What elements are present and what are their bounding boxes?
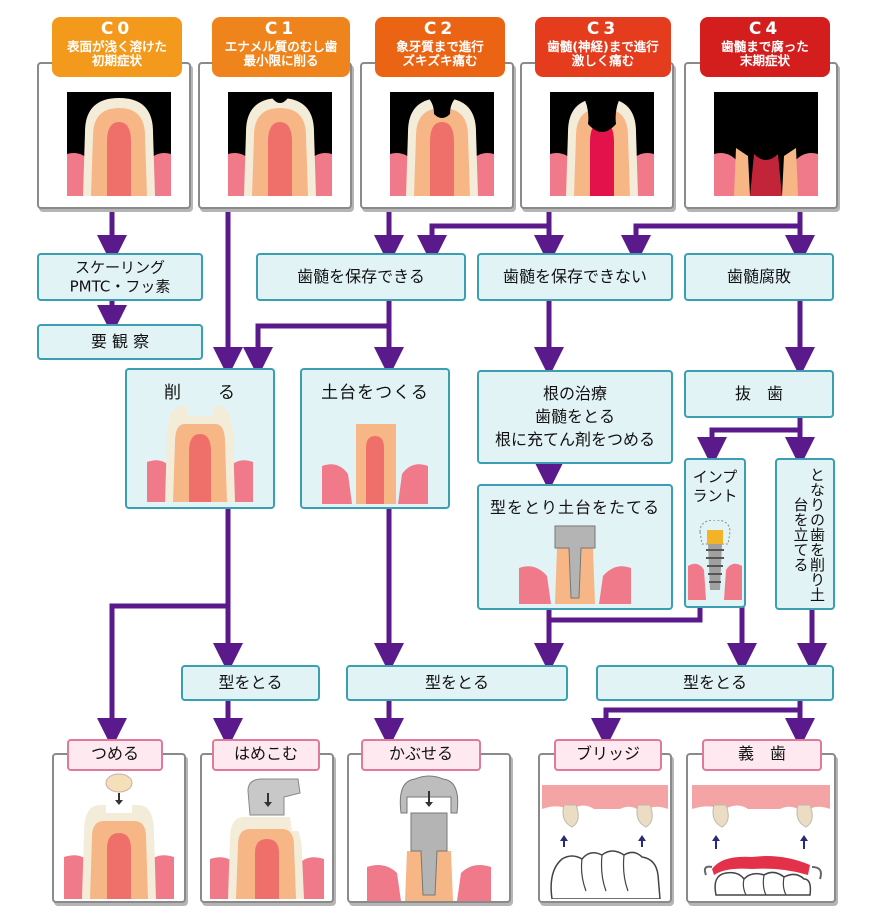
pulp-keep-box: 歯髄を保存できる — [256, 253, 466, 301]
tooth-c4-illustration — [714, 92, 818, 196]
box-label: 歯髄を保存できない — [502, 267, 647, 286]
tooth-c2-illustration — [390, 92, 494, 196]
denture-illustration — [692, 785, 830, 896]
box-label: となりの歯を削り土台を立てる — [791, 466, 827, 602]
stage-c4-card — [684, 62, 838, 209]
post-box: 型をとり土台をたてる — [477, 484, 673, 610]
inlay-illustration — [210, 778, 324, 899]
box-label: 型をとり土台をたてる — [489, 498, 660, 517]
box-label: 削 る — [164, 383, 236, 403]
stage-code: C0 — [100, 19, 134, 39]
stage-c3-card — [520, 62, 674, 209]
stage-code: C1 — [264, 19, 298, 39]
final-card-inlay — [200, 753, 334, 903]
implant-box: インプラント — [684, 458, 746, 608]
tooth-c1-illustration — [228, 92, 332, 196]
box-label: 要 観 察 — [90, 332, 150, 351]
tooth-base-illustration — [322, 424, 428, 504]
box-label: 土台をつくる — [321, 383, 429, 403]
box-label: 根の治療 — [542, 384, 607, 404]
observe-box: 要 観 察 — [37, 324, 203, 360]
stage-desc: 歯髄(神経)まで進行 — [547, 38, 659, 54]
stage-c1-badge: C1 エナメル質のむし歯 最小限に削る — [212, 17, 350, 77]
final-label-bridge: ブリッジ — [554, 739, 662, 771]
box-label: 歯髄をとる — [534, 407, 615, 427]
stage-c3-badge: C3 歯髄(神経)まで進行 激しく痛む — [535, 17, 671, 77]
box-label: PMTC・フッ素 — [69, 277, 171, 295]
base-box: 土台をつくる — [300, 368, 450, 509]
mold-box-1: 型をとる — [181, 665, 320, 701]
stage-c2-badge: C2 象牙質まで進行 ズキズキ痛む — [375, 17, 505, 77]
root-treatment-box: 根の治療 歯髄をとる 根に充てん剤をつめる — [477, 370, 673, 464]
box-label: 歯髄腐敗 — [726, 267, 791, 286]
cut-box: 削 る — [125, 368, 275, 509]
stage-c0-card — [37, 62, 191, 209]
mold-box-2: 型をとる — [346, 665, 568, 701]
final-label-fill: つめる — [67, 739, 163, 771]
stage-desc: ズキズキ痛む — [402, 52, 478, 68]
pulp-rot-box: 歯髄腐敗 — [684, 253, 834, 301]
box-label: 型をとる — [682, 673, 747, 692]
tooth-c0-illustration — [67, 92, 171, 196]
stage-desc: 末期症状 — [739, 52, 790, 68]
tooth-cut-illustration — [147, 406, 253, 502]
stage-code: C3 — [586, 19, 620, 39]
mold-box-3: 型をとる — [596, 665, 834, 701]
filling-illustration — [64, 773, 174, 899]
pulp-nokeep-box: 歯髄を保存できない — [477, 253, 673, 301]
box-label: 抜 歯 — [734, 384, 783, 403]
final-label-inlay: はめこむ — [212, 739, 320, 771]
stage-code: C4 — [748, 19, 782, 39]
stage-desc: エナメル質のむし歯 — [224, 38, 338, 54]
stage-c1-card — [198, 62, 352, 209]
stage-desc: 激しく痛む — [571, 52, 635, 68]
crown-illustration — [367, 775, 491, 901]
final-card-bridge — [538, 753, 672, 903]
stage-c2-card — [360, 62, 514, 209]
stage-desc: 表面が浅く溶けた — [66, 38, 167, 54]
box-label: 型をとる — [424, 673, 489, 692]
implant-illustration — [688, 520, 742, 600]
stage-desc: 最小限に削る — [243, 52, 319, 68]
box-label: 型をとる — [218, 673, 283, 692]
stage-c4-badge: C4 歯髄まで腐った 末期症状 — [700, 17, 830, 77]
stage-desc: 象牙質まで進行 — [396, 38, 484, 54]
neighbor-box: となりの歯を削り土台を立てる — [775, 458, 835, 610]
final-card-denture — [686, 753, 836, 903]
tooth-c3-illustration — [550, 92, 654, 196]
box-label: 歯髄を保存できる — [297, 267, 425, 286]
tooth-post-illustration — [519, 525, 631, 604]
box-label: スケーリング — [74, 258, 165, 277]
bridge-illustration — [542, 785, 668, 899]
scaling-box: スケーリング PMTC・フッ素 — [37, 253, 203, 301]
extraction-box: 抜 歯 — [684, 370, 834, 418]
stage-code: C2 — [423, 19, 457, 39]
box-label: 根に充てん剤をつめる — [494, 430, 655, 450]
final-card-fill — [52, 753, 186, 903]
box-label: インプラント — [692, 468, 738, 505]
final-card-crown — [347, 753, 511, 903]
stage-c0-badge: C0 表面が浅く溶けた 初期症状 — [52, 17, 182, 77]
final-label-crown: かぶせる — [361, 739, 481, 771]
stage-desc: 歯髄まで腐った — [721, 38, 809, 54]
stage-desc: 初期症状 — [91, 52, 142, 68]
final-label-denture: 義 歯 — [702, 739, 822, 771]
